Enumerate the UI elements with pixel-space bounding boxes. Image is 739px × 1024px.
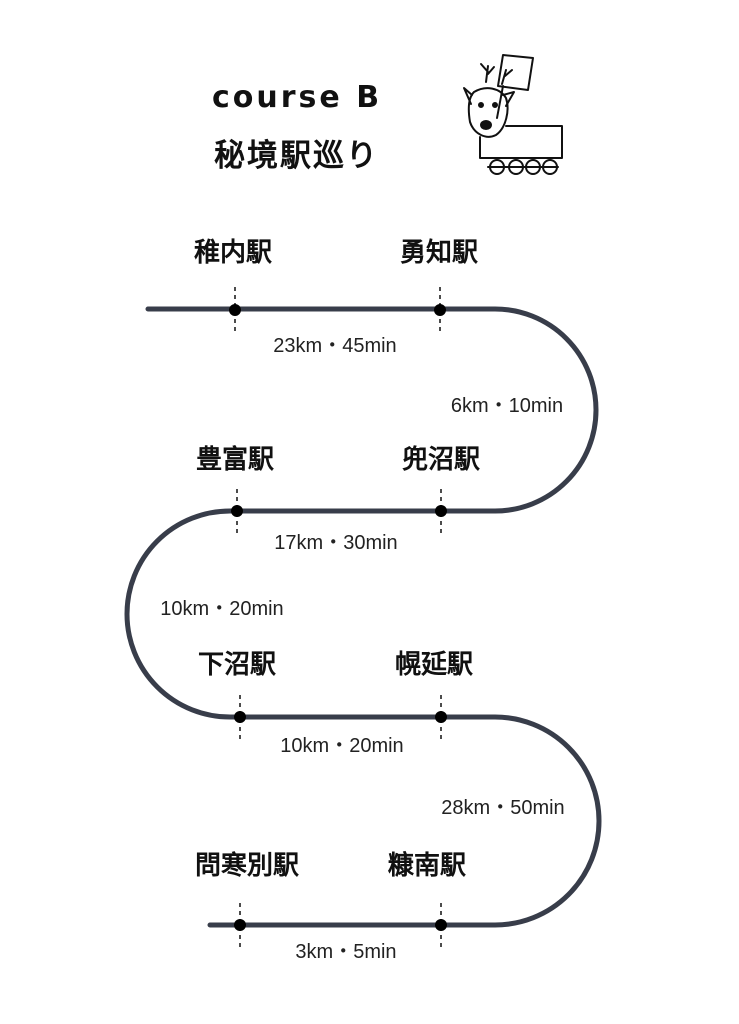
- station-dot: [234, 919, 246, 931]
- segment-label: 17km・30min: [274, 532, 397, 554]
- segment-label: 23km・45min: [273, 335, 396, 357]
- segment-label: 10km・20min: [160, 598, 283, 620]
- deer-train-icon: [463, 54, 563, 175]
- station-label-wakkanai: 稚内駅: [194, 238, 272, 268]
- course-title: course B: [212, 80, 383, 115]
- station-dot: [435, 919, 447, 931]
- station-dot: [234, 711, 246, 723]
- segment-label: 6km・10min: [451, 395, 563, 417]
- station-label-toikanbetsu: 問寒別駅: [195, 850, 299, 881]
- station-label-shimonuma: 下沼駅: [198, 650, 276, 680]
- segment-label: 3km・5min: [295, 941, 396, 963]
- station-label-horonobe: 幌延駅: [395, 650, 473, 680]
- segment-label: 10km・20min: [280, 735, 403, 757]
- station-label-kabutonuma: 兜沼駅: [402, 445, 480, 475]
- station-dot: [434, 304, 446, 316]
- station-label-yuchi: 勇知駅: [400, 238, 478, 268]
- station-dot: [435, 505, 447, 517]
- station-dot: [229, 304, 241, 316]
- station-label-nukanan: 糠南駅: [387, 850, 466, 881]
- segment-label: 28km・50min: [441, 797, 564, 819]
- railway-track: [124, 306, 602, 928]
- station-dot: [435, 711, 447, 723]
- course-subtitle: 秘境駅巡り: [214, 138, 379, 174]
- station-dot: [231, 505, 243, 517]
- station-label-toyotomi: 豊富駅: [196, 444, 274, 475]
